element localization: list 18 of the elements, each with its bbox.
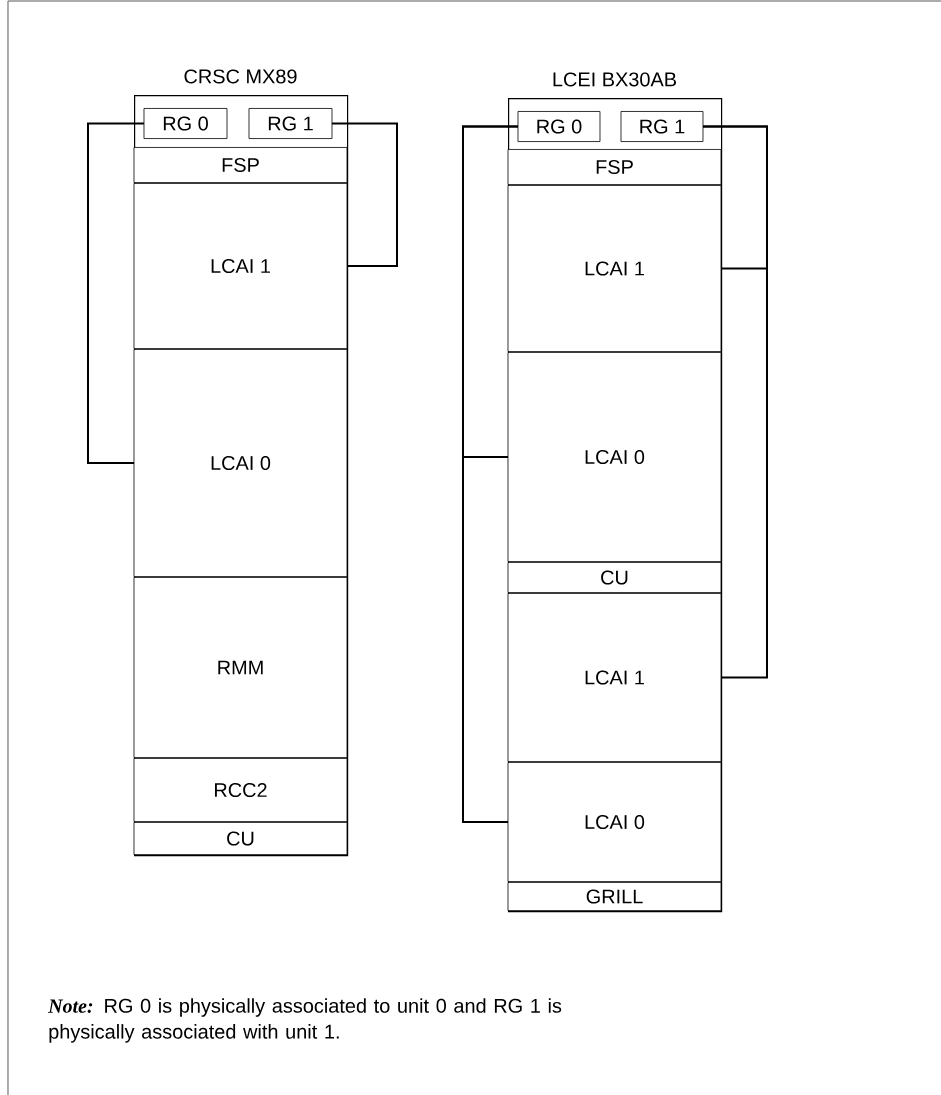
node-label: LCEI BX30AB [553, 72, 676, 87]
bracket-connector [87, 122, 145, 464]
slot-label-box: RG 1 [620, 111, 704, 142]
cabinet-section: RCC2 [133, 758, 348, 822]
cabinet-section: FSP [507, 149, 722, 185]
cabinet-section: GRILL [507, 882, 722, 911]
node-label: CRSC MX89 [184, 69, 297, 84]
bracket-connector [462, 125, 519, 823]
cabinet-section: FSP [133, 147, 348, 183]
bracket-connector [702, 125, 768, 679]
bracket-connector [331, 122, 398, 267]
slot-label-box: RG 0 [517, 111, 601, 142]
cabinet-section: CU [507, 562, 722, 593]
cabinet-section: LCAI 0 [133, 349, 348, 577]
cabinet-section: CU [133, 822, 348, 855]
slot-label-box: RG 1 [248, 108, 333, 139]
slot-label-box: RG 0 [143, 108, 228, 139]
note-text: Note: RG 0 is physically associated to unit 0 and RG 1 is physically associated with unit 1. [48, 998, 562, 1043]
